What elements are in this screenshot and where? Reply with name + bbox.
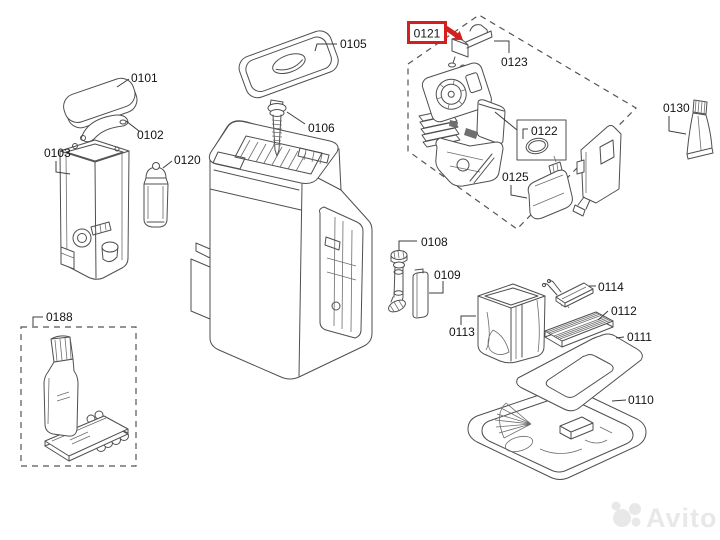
machine-body-drawing: [190, 120, 373, 380]
part-label-0121: 0121: [414, 27, 441, 41]
part-label-0103: 0103: [44, 146, 71, 160]
part-0188-care-kit: [20, 326, 137, 467]
highlight-box: [407, 21, 447, 44]
brew-unit-area: [407, 14, 637, 230]
part-0103-water-tank: [59, 139, 130, 280]
part-0120-filter-cartridge: [143, 162, 169, 228]
part-0110-drip-tray: [467, 387, 647, 480]
part-label-0108: 0108: [421, 235, 448, 249]
part-label-0106: 0106: [308, 121, 335, 135]
part-label-0114: 0114: [598, 280, 624, 294]
part-0112-drip-grate: [544, 311, 614, 348]
watermark-text: Avito: [646, 503, 718, 533]
part-0109-cover-tube: [412, 268, 429, 319]
part-label-0110: 0110: [628, 393, 654, 407]
part-label-0105: 0105: [340, 37, 367, 51]
part-label-0101: 0101: [131, 71, 158, 85]
part-0111-tray-panel: [516, 333, 643, 412]
part-label-0122: 0122: [531, 124, 558, 138]
part-label-0123: 0123: [501, 55, 528, 69]
highlight-0121: 0121: [407, 21, 463, 44]
part-label-0112: 0112: [611, 304, 637, 318]
leader-lines: [32, 40, 687, 402]
part-0102-handle: [80, 114, 129, 143]
part-label-0109: 0109: [434, 268, 461, 282]
part-0105-lid: [238, 30, 339, 99]
part-label-0120: 0120: [174, 153, 201, 167]
part-0106-screw: [267, 99, 287, 157]
part-label-0111: 0111: [627, 330, 652, 344]
part-label-0188: 0188: [46, 310, 73, 324]
part-0122-seal-callout: [494, 111, 567, 161]
part-0130-grease-tube: [686, 99, 714, 160]
part-0125-cover: [527, 125, 622, 220]
part-0113-grounds-container: [477, 283, 546, 364]
avito-watermark: Avito: [611, 501, 718, 533]
part-label-0102: 0102: [137, 128, 164, 142]
part-label-0130: 0130: [663, 101, 690, 115]
part-label-0125: 0125: [502, 170, 529, 184]
part-label-0113: 0113: [449, 325, 475, 339]
avito-logo-icon: [613, 509, 631, 527]
part-0101-tank-lid: [63, 77, 138, 129]
part-0114-float: [541, 278, 594, 309]
highlight-arrow-icon: [444, 26, 463, 40]
part-0108-frother: [388, 250, 408, 313]
part-labels: 0101 0102 0103 0105 0106 0120 0123 0122 …: [44, 37, 690, 407]
part-0121-brew-unit: [418, 62, 506, 187]
